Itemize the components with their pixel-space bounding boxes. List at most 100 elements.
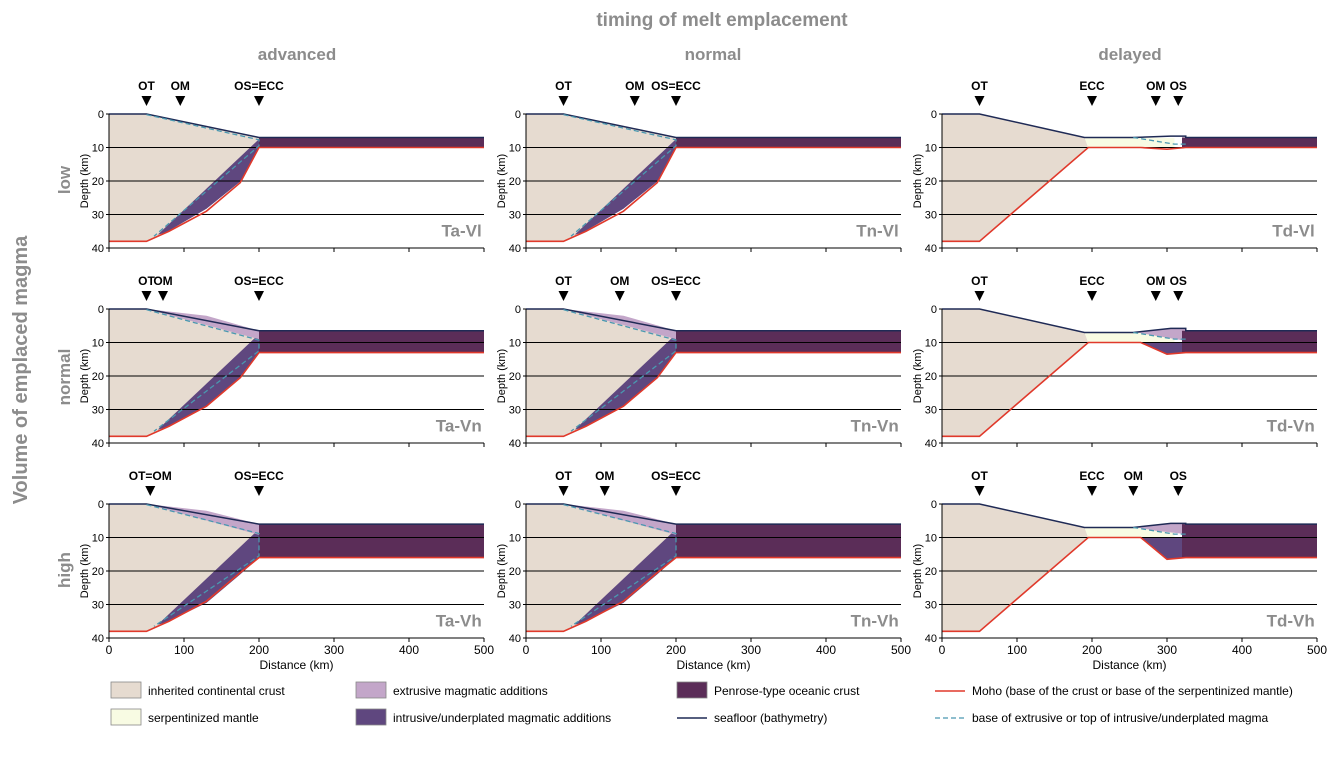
oceanic-crust-area — [676, 524, 901, 558]
marker-arrow — [254, 486, 264, 496]
x-tick-label: 300 — [741, 643, 761, 657]
x-axis-label: Distance (km) — [676, 658, 750, 672]
oceanic-crust-area — [676, 137, 901, 148]
marker-arrow — [141, 96, 152, 106]
marker-label: OM — [1124, 469, 1143, 483]
y-tick-label: 20 — [92, 176, 104, 188]
legend-item: seafloor (bathymetry) — [677, 711, 827, 725]
x-axis-label: Distance (km) — [1092, 658, 1166, 672]
marker-arrow — [175, 96, 186, 106]
seafloor-line — [109, 503, 484, 525]
extrusive-wedge — [146, 309, 259, 340]
oceanic-crust-area — [1182, 330, 1317, 353]
panel-label: Td-Vl — [1272, 221, 1315, 240]
y-tick-label: 30 — [92, 600, 104, 612]
y-tick-label: 20 — [92, 566, 104, 578]
y-tick-label: 40 — [92, 633, 104, 645]
seafloor-line — [526, 503, 901, 525]
intrusive-band — [574, 139, 676, 235]
y-tick-label: 40 — [509, 633, 521, 645]
marker-label: OT — [971, 274, 988, 288]
marker-label: OS=ECC — [651, 469, 701, 483]
legend-label: Moho (base of the crust or base of the s… — [972, 684, 1293, 698]
marker-arrow — [671, 486, 681, 496]
oceanic-crust-area — [676, 330, 901, 353]
marker-arrow — [974, 291, 985, 301]
y-tick-label: 10 — [92, 533, 104, 545]
y-tick-label: 10 — [509, 143, 521, 155]
marker-label: ECC — [1079, 79, 1105, 93]
y-tick-label: 10 — [92, 338, 104, 350]
marker-arrow — [1087, 96, 1097, 106]
marker-label: OS=ECC — [234, 79, 284, 93]
extrusive-wedge — [1137, 328, 1186, 341]
y-tick-label: 20 — [509, 371, 521, 383]
x-tick-label: 500 — [1307, 643, 1327, 657]
marker-arrow — [141, 291, 152, 301]
seafloor-line — [109, 113, 484, 139]
marker-label: OT — [971, 469, 988, 483]
seafloor-line — [526, 113, 901, 139]
intrusive-band — [574, 529, 676, 625]
y-axis-label: Depth (km) — [496, 154, 508, 208]
continental-crust-area — [109, 114, 259, 242]
figure-title: timing of melt emplacement — [596, 10, 848, 31]
dashed-line — [146, 309, 260, 432]
moho-line — [109, 556, 484, 633]
seafloor-line — [109, 308, 484, 332]
y-tick-label: 0 — [515, 109, 521, 121]
legend-swatch — [676, 681, 708, 699]
legend-item: serpentinized mantle — [110, 708, 259, 726]
column-heading-delayed: delayed — [1098, 45, 1161, 64]
y-tick-label: 0 — [931, 304, 937, 316]
y-axis-label: Depth (km) — [496, 349, 508, 403]
y-axis-label: Depth (km) — [912, 154, 924, 208]
marker-label: OM — [610, 274, 629, 288]
y-tick-label: 20 — [925, 176, 937, 188]
marker-label: OT — [555, 79, 572, 93]
panel-label: Ta-Vn — [436, 416, 482, 435]
marker-arrow — [558, 96, 569, 106]
marker-label: OM — [153, 274, 172, 288]
x-tick-label: 400 — [1232, 643, 1252, 657]
y-axis-title: Volume of emplaced magma — [10, 235, 32, 504]
continental-crust-area — [526, 114, 676, 242]
intrusive-band — [574, 334, 676, 430]
legend-label: inherited continental crust — [148, 684, 285, 698]
legend-item: Moho (base of the crust or base of the s… — [935, 684, 1293, 698]
marker-arrow — [671, 96, 681, 106]
marker-label: OS — [1170, 79, 1187, 93]
x-tick-label: 500 — [474, 643, 494, 657]
marker-arrow — [671, 291, 681, 301]
extrusive-wedge — [563, 504, 676, 535]
moho-line — [942, 536, 1317, 633]
marker-arrow — [158, 291, 168, 301]
y-tick-label: 20 — [92, 371, 104, 383]
column-heading-normal: normal — [685, 45, 742, 64]
x-tick-label: 0 — [939, 643, 946, 657]
seafloor-line — [942, 503, 1317, 529]
y-tick-label: 30 — [925, 405, 937, 417]
oceanic-crust-area — [259, 137, 484, 148]
legend-item: extrusive magmatic additions — [355, 681, 548, 699]
x-tick-label: 100 — [174, 643, 194, 657]
y-tick-label: 0 — [98, 499, 104, 511]
marker-label: OT — [971, 79, 988, 93]
continental-crust-area — [526, 309, 676, 437]
marker-label: ECC — [1079, 274, 1105, 288]
panel-label: Tn-Vh — [851, 611, 899, 630]
marker-arrow — [599, 486, 610, 496]
y-tick-label: 0 — [515, 499, 521, 511]
dashed-line — [146, 114, 260, 237]
marker-arrow — [1150, 96, 1161, 106]
legend-label: serpentinized mantle — [148, 711, 259, 725]
intrusive-band — [157, 334, 259, 430]
y-axis-label: Depth (km) — [79, 154, 91, 208]
panel-label: Td-Vh — [1267, 611, 1315, 630]
marker-label: OT — [555, 274, 572, 288]
marker-arrow — [1173, 96, 1184, 106]
marker-label: OT — [138, 79, 155, 93]
